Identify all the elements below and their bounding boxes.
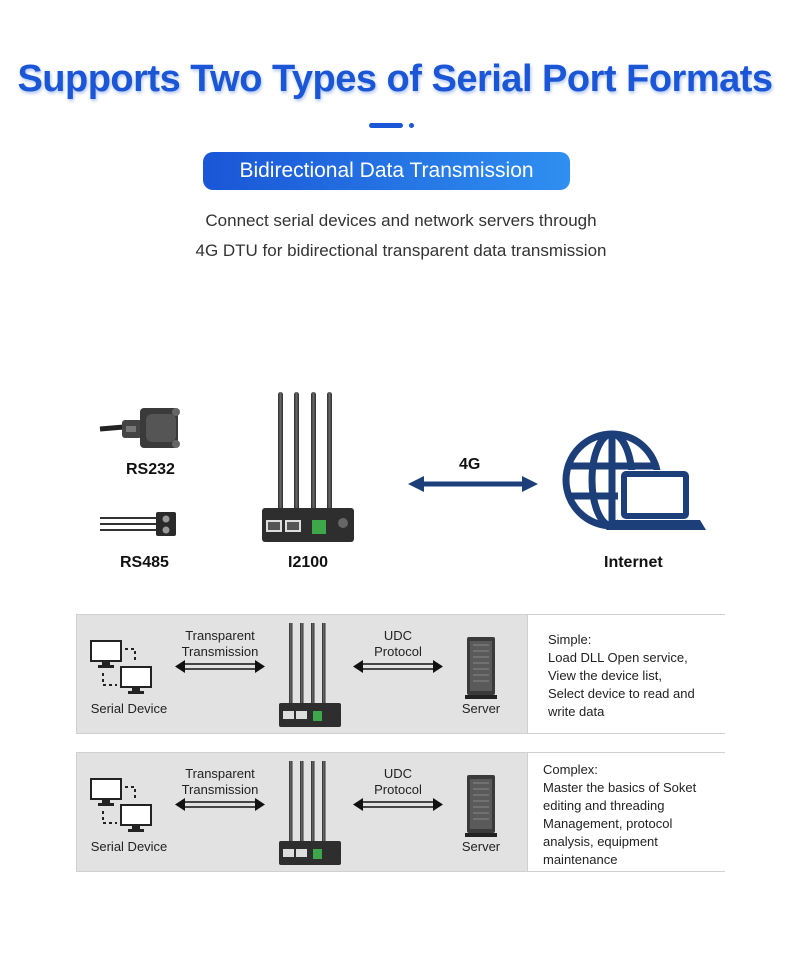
serial-device-label: Serial Device <box>90 839 168 854</box>
server-rack-icon <box>465 775 497 837</box>
protocol-label-1: UDC <box>383 766 413 781</box>
mode-detail: Management, protocol <box>543 816 673 831</box>
server-label: Server <box>461 839 501 854</box>
4g-link-arrow <box>408 476 538 492</box>
rs232-label: RS232 <box>126 461 175 478</box>
mode-detail: write data <box>548 704 605 719</box>
transparent-label-2: Transmission <box>181 644 259 659</box>
mode-panel-complex: Serial Device Transparent Transmission U… <box>76 752 725 872</box>
protocol-arrow <box>353 660 443 673</box>
internet-label: Internet <box>604 554 663 571</box>
subtitle-pill: Bidirectional Data Transmission <box>203 152 570 190</box>
router-device-icon <box>279 761 341 865</box>
4g-label: 4G <box>459 456 481 473</box>
panel-diagram <box>90 623 497 727</box>
mode-detail: editing and threading <box>543 798 665 813</box>
transparent-arrow <box>175 660 265 673</box>
mode-title: Simple: <box>548 632 592 647</box>
protocol-label-2: Protocol <box>374 782 422 797</box>
router-device-icon <box>262 392 354 542</box>
description-line-2: 4G DTU for bidirectional transparent dat… <box>195 241 607 260</box>
topology-diagram <box>99 392 706 542</box>
mode-detail: analysis, equipment <box>543 834 658 849</box>
mode-detail: Master the basics of Soket <box>543 780 697 795</box>
mode-title: Complex: <box>543 762 598 777</box>
title-divider <box>369 123 417 129</box>
rs485-connector-icon <box>100 512 176 536</box>
mode-detail: View the device list, <box>548 668 662 683</box>
serial-device-label: Serial Device <box>90 701 168 716</box>
description-line-1: Connect serial devices and network serve… <box>205 211 597 230</box>
router-device-icon <box>279 623 341 727</box>
transparent-label-1: Transparent <box>185 766 255 781</box>
device-label: I2100 <box>288 554 329 571</box>
transparent-arrow <box>175 798 265 811</box>
protocol-label-1: UDC <box>383 628 413 643</box>
mode-detail: Select device to read and <box>548 686 695 701</box>
panel-diagram <box>90 761 497 865</box>
mode-detail: Load DLL Open service, <box>548 650 688 665</box>
transparent-label-2: Transmission <box>181 782 259 797</box>
protocol-arrow <box>353 798 443 811</box>
mode-panel-simple: Serial Device Transparent Transmission U… <box>76 614 725 734</box>
server-rack-icon <box>465 637 497 699</box>
rs485-label: RS485 <box>120 554 169 571</box>
laptop-icon <box>606 470 706 530</box>
rs232-connector-icon <box>99 408 180 448</box>
page-title: Supports Two Types of Serial Port Format… <box>17 58 773 100</box>
serial-device-icon <box>90 778 152 832</box>
mode-description: Complex: Master the basics of Soket edit… <box>527 753 725 871</box>
server-label: Server <box>461 701 501 716</box>
mode-detail: maintenance <box>543 852 618 867</box>
mode-description: Simple: Load DLL Open service, View the … <box>527 615 725 733</box>
serial-device-icon <box>90 640 152 694</box>
protocol-label-2: Protocol <box>374 644 422 659</box>
transparent-label-1: Transparent <box>185 628 255 643</box>
